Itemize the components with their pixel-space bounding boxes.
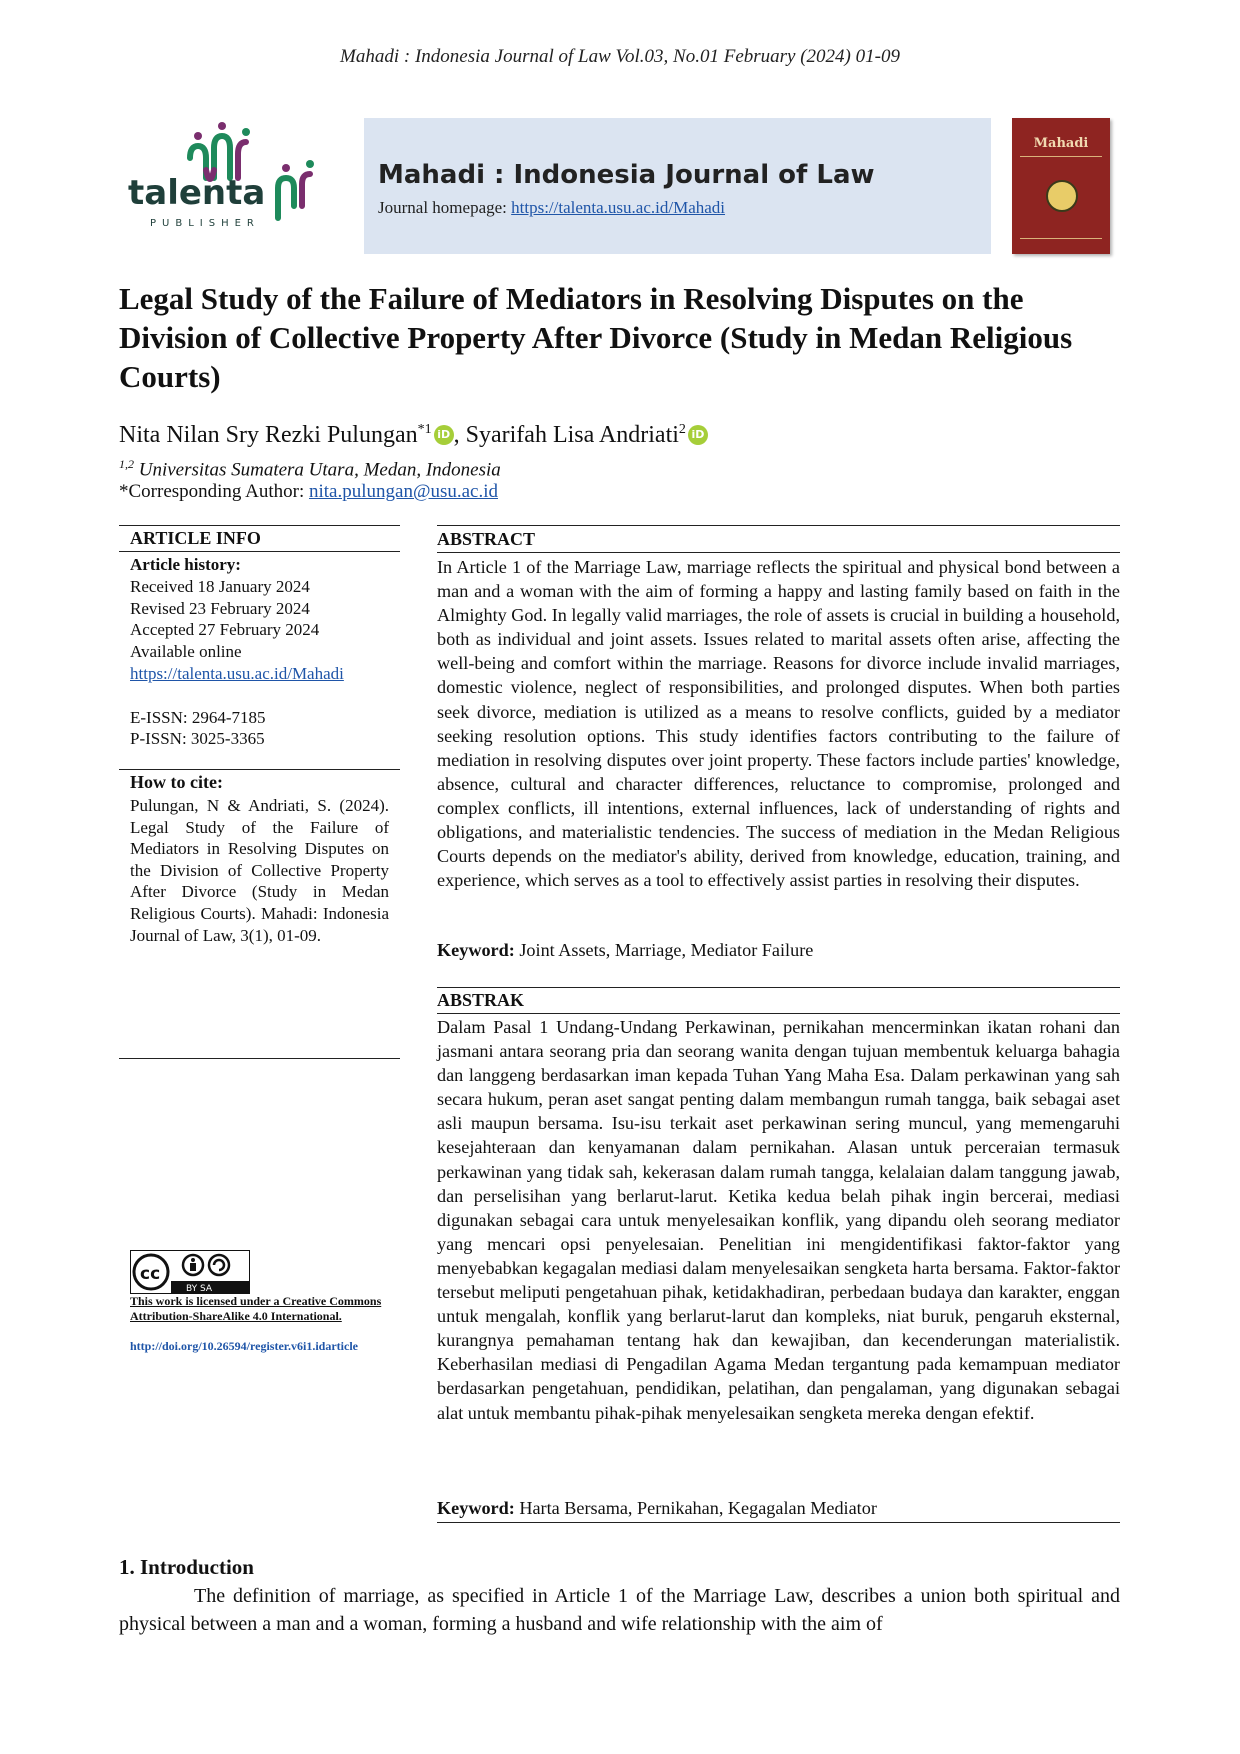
abstract-keyword-list: Joint Assets, Marriage, Mediator Failure xyxy=(514,940,814,960)
journal-name: Mahadi : Indonesia Journal of Law xyxy=(378,160,875,190)
talenta-publisher-logo: talenta PUBLISHER xyxy=(128,118,348,236)
author-sup: 2 xyxy=(678,422,686,437)
cover-title: Mahadi xyxy=(1033,136,1089,151)
affiliation-sup: 1,2 xyxy=(119,457,134,471)
eissn: E-ISSN: 2964-7185 xyxy=(130,707,266,727)
abstrak-bottom-rule xyxy=(437,1522,1120,1523)
abstract-heading-rule xyxy=(437,552,1120,553)
journal-homepage-link[interactable]: https://talenta.usu.ac.id/Mahadi xyxy=(511,198,726,217)
article-history-label: Article history: xyxy=(130,555,241,574)
abstrak-keywords: Keyword: Harta Bersama, Pernikahan, Kega… xyxy=(437,1498,877,1519)
publisher-subtext: PUBLISHER xyxy=(150,218,260,229)
abstract-top-rule xyxy=(437,525,1120,526)
corresponding-author: *Corresponding Author: nita.pulungan@usu… xyxy=(119,481,498,503)
abstrak-heading-rule xyxy=(437,1013,1120,1014)
cover-divider xyxy=(1020,156,1102,157)
author-sup: *1 xyxy=(417,422,432,437)
left-column-end-rule xyxy=(119,1058,400,1059)
abstrak-body: Dalam Pasal 1 Undang-Undang Perkawinan, … xyxy=(437,1017,1120,1423)
abstrak-keyword-label: Keyword: xyxy=(437,1498,515,1518)
abstrak-keyword-list: Harta Bersama, Pernikahan, Kegagalan Med… xyxy=(514,1498,877,1518)
badge-labels: BY SA xyxy=(186,1284,213,1293)
journal-homepage: Journal homepage: https://talenta.usu.ac… xyxy=(378,198,725,218)
author-name: Nita Nilan Sry Rezki Pulungan xyxy=(119,422,418,448)
abstract-keyword-label: Keyword: xyxy=(437,940,515,960)
cc-label: cc xyxy=(140,1264,160,1284)
pissn: P-ISSN: 3025-3365 xyxy=(130,729,265,749)
accepted-date: Accepted 27 February 2024 xyxy=(130,620,320,640)
running-head: Mahadi : Indonesia Journal of Law Vol.03… xyxy=(340,46,900,67)
cover-footer-line xyxy=(1020,238,1102,239)
article-info-heading: ARTICLE INFO xyxy=(130,528,261,548)
talenta-wordmark: talenta xyxy=(128,173,265,213)
paper-title: Legal Study of the Failure of Mediators … xyxy=(119,281,1073,394)
available-online: Available online xyxy=(130,642,242,662)
how-to-cite-rule xyxy=(119,769,400,770)
affiliation-text: Universitas Sumatera Utara, Medan, Indon… xyxy=(138,459,501,481)
journal-banner: Mahadi : Indonesia Journal of Law Journa… xyxy=(364,118,991,254)
abstrak-top-rule xyxy=(437,987,1120,988)
corresponding-label: *Corresponding Author: xyxy=(119,481,309,502)
article-info-heading-rule xyxy=(119,551,400,552)
journal-cover-thumbnail: Mahadi xyxy=(1012,118,1110,254)
talenta-logo-mark-icon: talenta PUBLISHER xyxy=(128,122,314,229)
affiliation: 1,2 Universitas Sumatera Utara, Medan, I… xyxy=(119,457,501,481)
introduction-body: The definition of marriage, as specified… xyxy=(119,1585,1120,1635)
how-to-cite-heading: How to cite: xyxy=(130,772,223,792)
abstrak-heading: ABSTRAK xyxy=(437,990,525,1010)
cc-license-icon: cc BY SA xyxy=(131,1251,249,1294)
abstract-body: In Article 1 of the Marriage Law, marria… xyxy=(437,557,1120,891)
license-statement[interactable]: This work is licensed under a Creative C… xyxy=(130,1294,382,1323)
article-info-top-rule xyxy=(119,525,400,526)
corresponding-email-link[interactable]: nita.pulungan@usu.ac.id xyxy=(309,481,498,502)
cover-emblem-icon xyxy=(1046,180,1078,212)
article-history: Article history: Received 18 January 202… xyxy=(130,554,400,750)
revised-date: Revised 23 February 2024 xyxy=(130,598,310,618)
introduction-heading: 1. Introduction xyxy=(119,1555,254,1579)
journal-homepage-label: Journal homepage: xyxy=(378,198,512,217)
orcid-icon[interactable]: iD xyxy=(687,425,708,445)
orcid-icon[interactable]: iD xyxy=(433,425,454,445)
author-separator: , xyxy=(453,422,466,448)
abstract-keywords: Keyword: Joint Assets, Marriage, Mediato… xyxy=(437,940,813,961)
doi-link[interactable]: http://doi.org/10.26594/register.v6i1.id… xyxy=(130,1339,358,1353)
article-url-link[interactable]: https://talenta.usu.ac.id/Mahadi xyxy=(130,663,344,683)
author-name: Syarifah Lisa Andriati xyxy=(465,422,679,448)
citation-text: Pulungan, N & Andriati, S. (2024). Legal… xyxy=(130,796,389,945)
abstract-heading: ABSTRACT xyxy=(437,529,536,549)
received-date: Received 18 January 2024 xyxy=(130,576,310,596)
license-text: This work is licensed under a Creative C… xyxy=(130,1294,400,1324)
cc-by-sa-badge[interactable]: cc BY SA xyxy=(130,1250,250,1294)
